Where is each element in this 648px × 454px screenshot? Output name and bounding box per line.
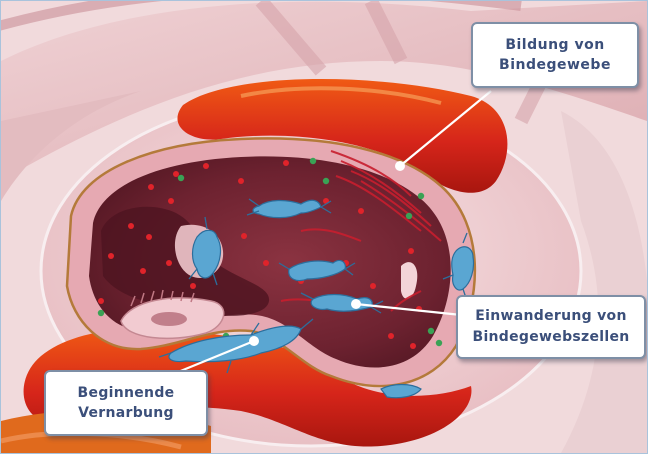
label-connective-tissue-formation: Bildung von Bindegewebe — [471, 22, 639, 88]
leader-dot-icon — [395, 161, 405, 171]
label-line: Bindegewebe — [473, 55, 637, 75]
label-line: Beginnende — [46, 383, 206, 403]
label-line: Vernarbung — [46, 403, 206, 423]
label-line: Bindegewebszellen — [458, 327, 644, 348]
leader-dot-icon — [249, 336, 259, 346]
leader-dot-icon — [351, 299, 361, 309]
label-line: Bildung von — [473, 35, 637, 55]
label-line: Einwanderung von — [458, 306, 644, 327]
label-connective-tissue-cell-migration: Einwanderung von Bindegewebszellen — [456, 295, 646, 359]
label-beginning-scarring: Beginnende Vernarbung — [44, 370, 208, 436]
